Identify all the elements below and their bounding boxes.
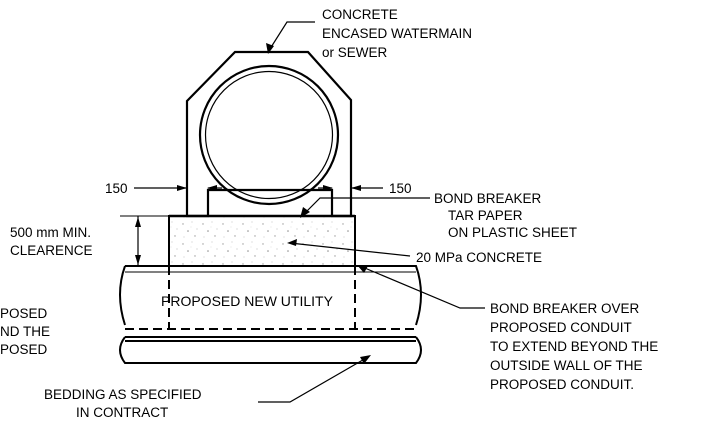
bond-over-leader bbox=[359, 265, 485, 309]
encased-label-2: ENCASED WATERMAIN bbox=[322, 26, 472, 41]
clearance-arrow-bottom bbox=[135, 255, 141, 265]
bond-top-label-3: ON PLASTIC SHEET bbox=[448, 225, 577, 240]
dim-left-arrow bbox=[177, 185, 187, 191]
cut-text-2: ND THE bbox=[0, 324, 50, 339]
dim-right-arrow-1 bbox=[323, 185, 333, 191]
bond-top-leader bbox=[301, 197, 430, 217]
concrete-pad bbox=[168, 215, 356, 267]
bond-over-label-5: PROPOSED CONDUIT. bbox=[490, 377, 634, 392]
bond-over-label-3: TO EXTEND BEYOND THE bbox=[490, 339, 658, 354]
concrete-arrowhead bbox=[287, 239, 297, 246]
pipe-inner-circle bbox=[204, 70, 334, 200]
bond-over-label-2: PROPOSED CONDUIT bbox=[490, 320, 632, 335]
pipe-outer-circle bbox=[198, 64, 340, 206]
concrete-label: 20 MPa CONCRETE bbox=[416, 250, 542, 265]
bond-over-label-1: BOND BREAKER OVER bbox=[490, 301, 640, 316]
bedding-label-2: IN CONTRACT bbox=[76, 405, 168, 420]
encased-leader bbox=[267, 21, 315, 53]
bond-over-label-4: OUTSIDE WALL OF THE bbox=[490, 358, 643, 373]
bedding-label-1: BEDDING AS SPECIFIED bbox=[44, 387, 202, 402]
encased-arrowhead bbox=[266, 43, 274, 54]
bond-top-arrowhead bbox=[300, 207, 310, 218]
bedding-arrowhead bbox=[360, 355, 371, 364]
dim-left-arrow-2 bbox=[207, 185, 217, 191]
encased-label-1: CONCRETE bbox=[322, 7, 398, 22]
dim-right-arrow-2 bbox=[351, 185, 361, 191]
bedding-leader bbox=[258, 356, 369, 403]
bond-top-label-1: BOND BREAKER bbox=[434, 191, 542, 206]
cut-text-1: POSED bbox=[0, 306, 48, 321]
clearance-label-1: 500 mm MIN. bbox=[10, 225, 91, 240]
encased-label-3: or SEWER bbox=[322, 45, 388, 60]
cut-text-3: POSED bbox=[0, 342, 48, 357]
clearance-arrow-top bbox=[135, 217, 141, 227]
dim-left-label: 150 bbox=[105, 181, 128, 196]
bond-top-label-2: TAR PAPER bbox=[448, 208, 523, 223]
dim-right-label: 150 bbox=[389, 181, 412, 196]
encasement-outline bbox=[185, 50, 353, 218]
clearance-label-2: CLEARENCE bbox=[10, 243, 93, 258]
conduit-bottom-wall bbox=[119, 336, 422, 364]
utility-label: PROPOSED NEW UTILITY bbox=[161, 293, 334, 309]
bond-over-arrowhead bbox=[357, 265, 368, 273]
concrete-leader bbox=[289, 242, 411, 257]
